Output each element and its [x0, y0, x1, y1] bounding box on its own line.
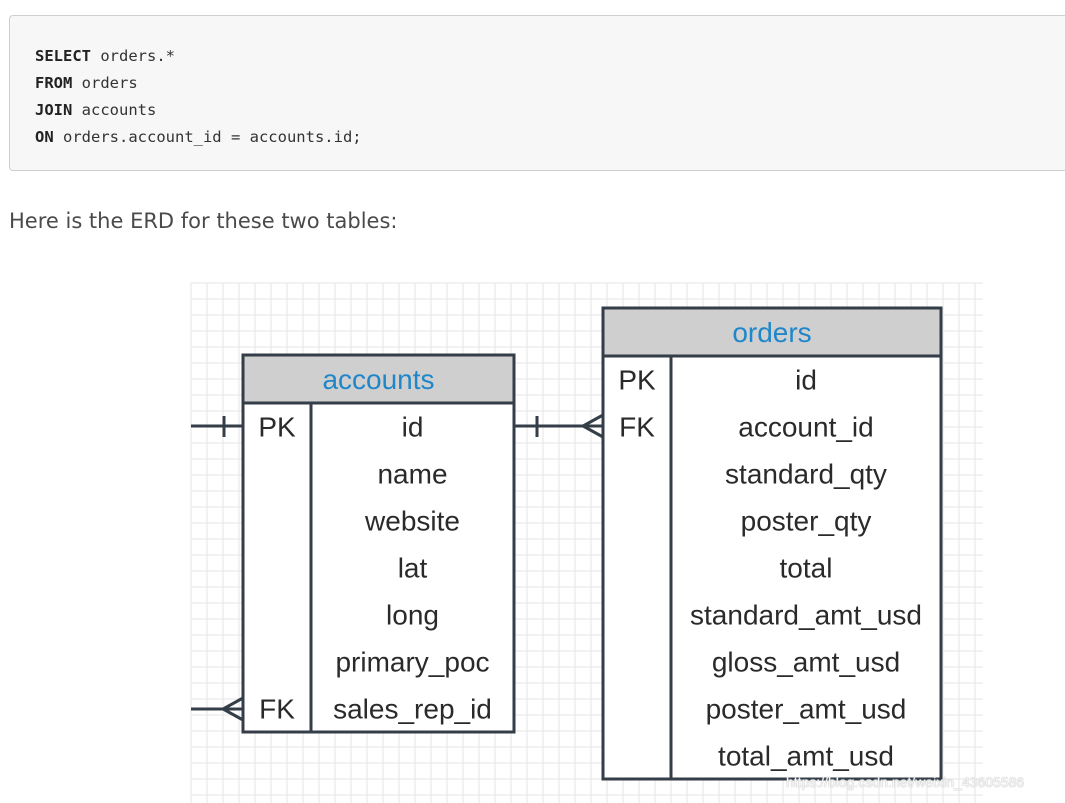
orders-field-account-id: account_id [738, 412, 873, 443]
many-marker [219, 696, 244, 722]
many-marker [579, 413, 604, 439]
orders-field-gloss-amt-usd: gloss_amt_usd [712, 647, 900, 678]
sql-text: orders [72, 74, 138, 92]
accounts-key-label: PK [258, 412, 296, 443]
accounts-field-primary-poc: primary_poc [335, 647, 489, 678]
orders-title: orders [732, 317, 811, 348]
orders-field-id: id [795, 365, 817, 396]
sql-keyword: FROM [35, 74, 73, 92]
sql-text: orders.account_id = accounts.id; [53, 128, 362, 146]
code-line-from: FROM orders [35, 70, 1065, 97]
orders-key-label: FK [619, 412, 655, 443]
orders-field-standard-amt-usd: standard_amt_usd [690, 600, 922, 631]
sql-text: orders.* [91, 47, 175, 65]
intro-text: Here is the ERD for these two tables: [9, 209, 398, 233]
orders-field-total: total [780, 553, 833, 584]
watermark: https://blog.csdn.net/weixin_43605586 [786, 774, 1025, 790]
orders-field-poster-qty: poster_qty [741, 506, 872, 537]
orders-header [603, 308, 941, 356]
accounts-field-name: name [377, 459, 447, 490]
accounts-field-id: id [402, 412, 424, 443]
accounts-frame [241, 353, 516, 734]
code-line-select: SELECT orders.* [35, 43, 1065, 70]
orders-key-label: PK [618, 365, 656, 396]
accounts-field-sales-rep-id: sales_rep_id [333, 694, 492, 725]
accounts-field-long: long [386, 600, 439, 631]
orders-field-poster-amt-usd: poster_amt_usd [706, 694, 907, 725]
accounts-title: accounts [322, 364, 434, 395]
orders-field-standard-qty: standard_qty [725, 459, 887, 490]
code-line-on: ON orders.account_id = accounts.id; [35, 124, 1065, 151]
code-block: SELECT orders.* FROM orders JOIN account… [9, 15, 1065, 171]
sql-keyword: SELECT [35, 47, 91, 65]
orders-body [603, 308, 941, 779]
accounts-field-website: website [364, 506, 460, 537]
orders-field-total-amt-usd: total_amt_usd [718, 741, 894, 772]
accounts-key-label: FK [259, 694, 295, 725]
accounts-header [243, 355, 514, 403]
sql-keyword: ON [35, 128, 54, 146]
sql-text: accounts [72, 101, 157, 119]
sql-keyword: JOIN [35, 101, 73, 119]
accounts-field-lat: lat [398, 553, 428, 584]
erd-relationship-lines [191, 413, 604, 722]
accounts-body [243, 355, 514, 732]
orders-frame [601, 306, 943, 781]
code-line-join: JOIN accounts [35, 97, 1065, 124]
